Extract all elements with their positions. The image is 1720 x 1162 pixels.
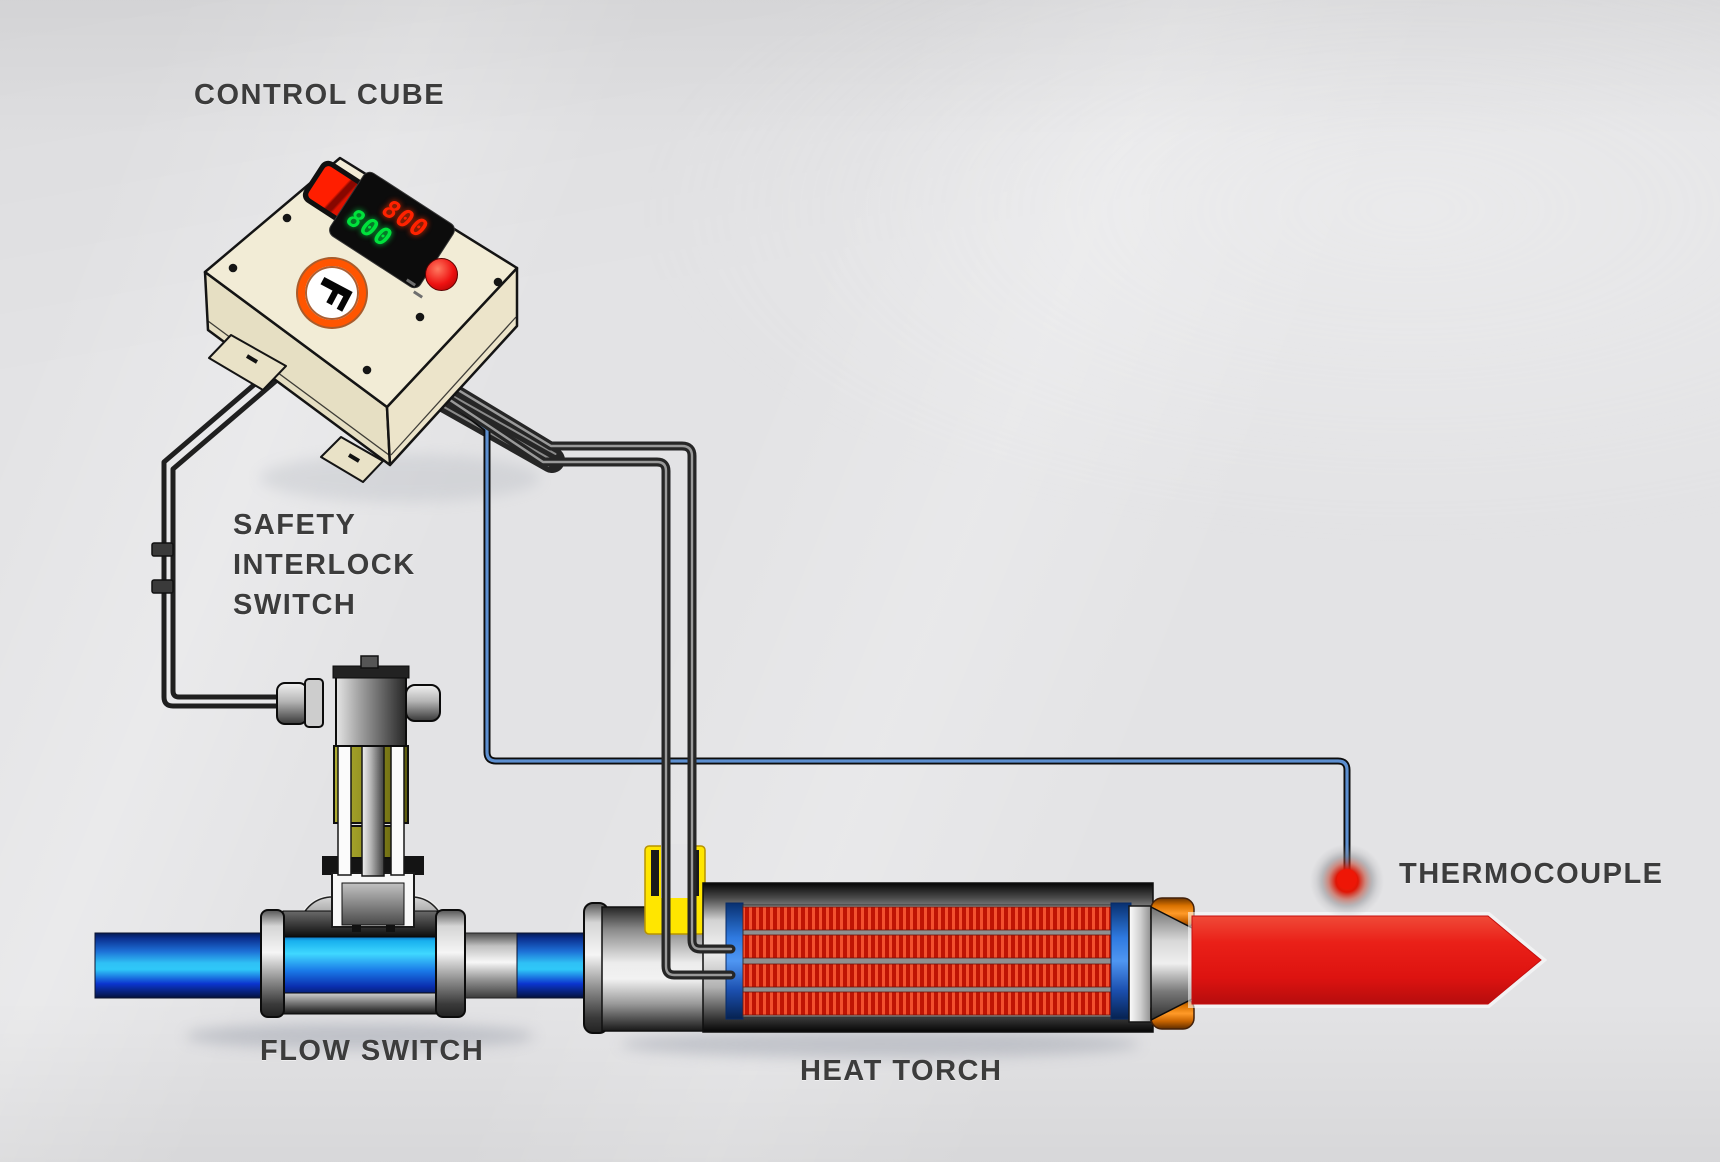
flow-switch: [260, 655, 466, 1018]
heat-torch: [583, 844, 1548, 1034]
torch-end-plate: [1128, 905, 1153, 1023]
water-pipe: [94, 932, 606, 999]
torch-band-blue-right: [1110, 902, 1132, 1020]
solenoid-head: [335, 669, 407, 747]
thermocouple-tip: [1337, 869, 1357, 889]
screw: [228, 263, 238, 273]
control-cube-label: CONTROL CUBE: [194, 79, 446, 111]
screw: [415, 312, 425, 322]
thermocouple-label: THERMOCOUPLE: [1399, 858, 1664, 890]
safety-interlock-label-line1: SAFETY: [233, 509, 357, 541]
terminal-stripe: [651, 850, 659, 896]
thermocouple-wire-outline: [442, 393, 1351, 881]
heater-power-wire-b-core: [424, 382, 733, 977]
wire-clip: [151, 542, 174, 557]
pipe-silver-section: [459, 932, 519, 999]
safety-wire-strand: [170, 371, 295, 700]
heater-coil-row: [742, 906, 1113, 931]
heater-coil-row: [742, 934, 1113, 959]
solenoid-connector-left-cap: [276, 682, 308, 725]
screw: [282, 213, 292, 223]
flow-switch-shadow: [185, 1023, 535, 1049]
safety-interlock-label: SAFETY INTERLOCK SWITCH: [233, 505, 416, 625]
bonnet-foot: [352, 925, 361, 932]
heater-coil-row: [742, 991, 1113, 1016]
bonnet-core: [341, 882, 405, 926]
safety-wire-strand: [161, 363, 295, 709]
bracket-slot: [245, 354, 259, 364]
safety-interlock-wire: [151, 363, 295, 709]
flow-switch-label: FLOW SWITCH: [260, 1035, 485, 1067]
screw: [493, 277, 503, 287]
torch-band-blue-left: [725, 902, 744, 1020]
power-button[interactable]: [425, 258, 458, 291]
brand-logo: F: [298, 259, 366, 327]
pipe-valve-section: [283, 933, 437, 998]
flange-right: [435, 909, 466, 1018]
wire-clip: [151, 579, 174, 594]
thermocouple-probe: [1310, 844, 1384, 918]
control-cube-shadow: [260, 454, 540, 502]
heat-torch-shadow: [620, 1030, 1140, 1058]
mounting-bracket-bottom: [320, 436, 384, 483]
soft-shadows: [185, 454, 1140, 1058]
heater-power-wire-a-core: [428, 371, 733, 951]
bracket-slot: [347, 453, 361, 463]
bonnet-foot: [386, 925, 395, 932]
flange-left: [260, 909, 285, 1018]
pipe-inlet-section: [94, 932, 286, 999]
screw: [362, 365, 372, 375]
heat-torch-label: HEAT TORCH: [800, 1055, 1003, 1087]
safety-interlock-label-line2: INTERLOCK: [233, 549, 416, 581]
solenoid-connector-right: [405, 684, 441, 722]
valve-body-bottom: [282, 992, 438, 1015]
hot-air-arrow: [1191, 915, 1542, 1005]
solenoid-nub: [360, 655, 379, 669]
logo-letter: F: [302, 267, 362, 319]
mounting-bracket-left: [208, 334, 287, 391]
safety-interlock-label-line3: SWITCH: [233, 589, 357, 621]
thermocouple-wire: [444, 395, 1349, 879]
cube-seam: [390, 316, 517, 456]
solenoid-connector-left-ring: [304, 678, 324, 728]
heater-coil-row: [742, 963, 1113, 988]
